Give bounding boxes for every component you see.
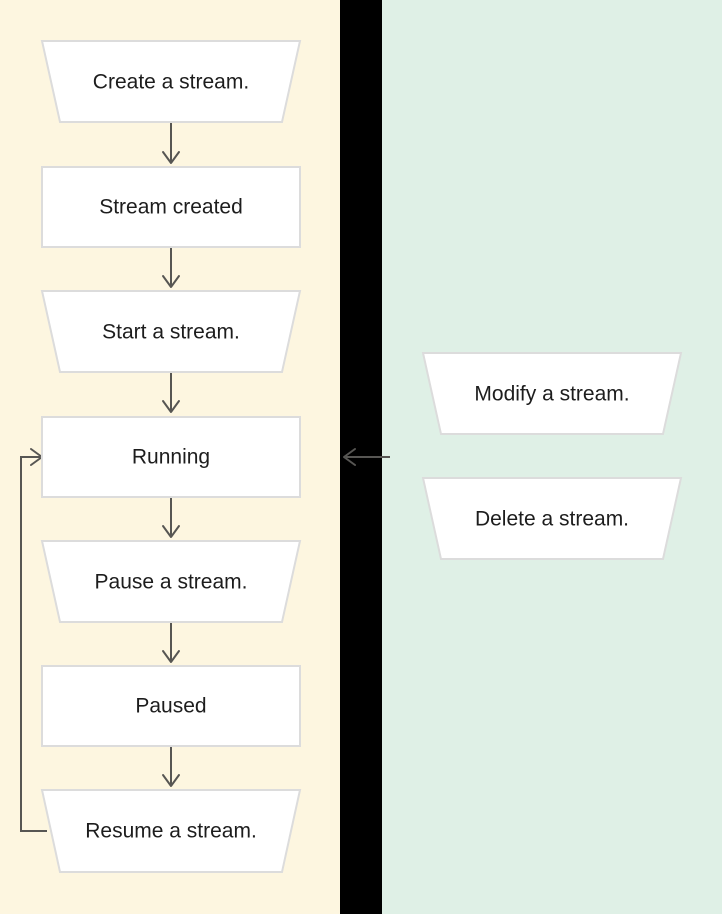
node-pause-a-stream[interactable]: Pause a stream.: [40, 540, 302, 623]
node-label: Delete a stream.: [475, 508, 629, 531]
node-label: Stream created: [99, 196, 243, 219]
edge-start-to-running: [162, 372, 180, 413]
edge-pause-to-paused: [162, 622, 180, 663]
node-label: Resume a stream.: [85, 820, 257, 843]
node-label: Paused: [135, 695, 206, 718]
edge-create-to-created: [162, 122, 180, 164]
node-paused[interactable]: Paused: [41, 665, 301, 747]
edge-operations-to-running: [343, 448, 390, 466]
edge-running-to-pause: [162, 497, 180, 538]
node-stream-created[interactable]: Stream created: [41, 166, 301, 248]
node-delete-a-stream[interactable]: Delete a stream.: [421, 477, 683, 560]
node-label: Modify a stream.: [474, 383, 629, 406]
right-panel-background: [382, 0, 722, 914]
node-create-a-stream[interactable]: Create a stream.: [40, 40, 302, 123]
node-label: Running: [132, 446, 210, 469]
node-label: Create a stream.: [93, 71, 249, 94]
node-resume-a-stream[interactable]: Resume a stream.: [40, 789, 302, 873]
node-running[interactable]: Running: [41, 416, 301, 498]
node-label: Pause a stream.: [95, 571, 248, 594]
node-label: Start a stream.: [102, 321, 240, 344]
edge-created-to-start: [162, 247, 180, 288]
node-start-a-stream[interactable]: Start a stream.: [40, 290, 302, 373]
node-modify-a-stream[interactable]: Modify a stream.: [421, 352, 683, 435]
edge-paused-to-resume: [162, 746, 180, 787]
